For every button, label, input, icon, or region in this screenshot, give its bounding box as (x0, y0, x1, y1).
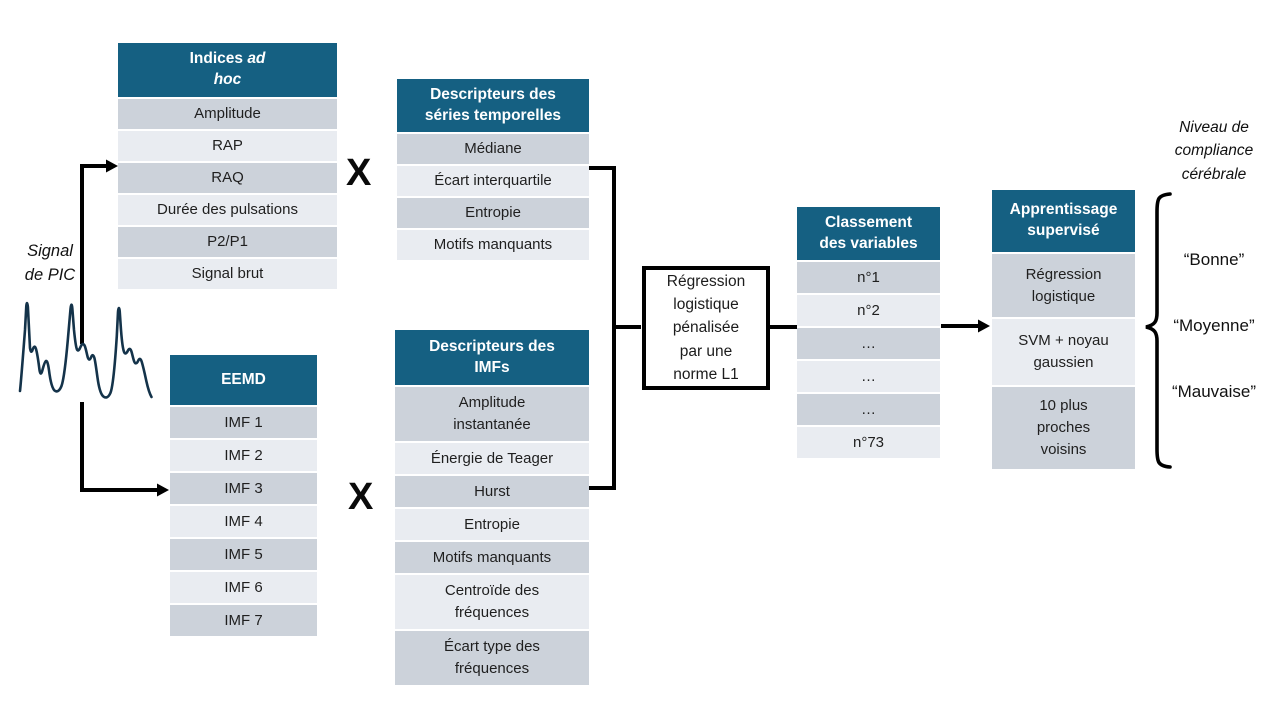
table-row: IMF 2 (170, 440, 317, 471)
table-row: Hurst (395, 476, 589, 507)
table-header-classement: Classement des variables (797, 207, 940, 260)
table-apprentissage-supervise: Apprentissage supervisé Régression logis… (992, 190, 1135, 469)
table-row: Énergie de Teager (395, 443, 589, 474)
table-row: Écart type des fréquences (395, 631, 589, 685)
table-indices-ad-hoc: Indices ad hoc Amplitude RAP RAQ Durée d… (118, 43, 337, 289)
table-header-imfs: Descripteurs des IMFs (395, 330, 589, 385)
header-text-italic: ad hoc (213, 50, 266, 88)
table-header-apprentissage: Apprentissage supervisé (992, 190, 1135, 252)
table-row: Amplitude instantanée (395, 387, 589, 441)
table-header-series: Descripteurs des séries temporelles (397, 79, 589, 132)
table-row: 10 plus proches voisins (992, 387, 1135, 469)
merge-connector-line (589, 166, 616, 490)
arrowhead-to-indices-icon (106, 159, 118, 173)
table-row: … (797, 328, 940, 359)
header-text: Indices (189, 50, 248, 68)
multiply-operator-bottom: X (348, 476, 373, 518)
table-row: IMF 6 (170, 572, 317, 603)
table-row: P2/P1 (118, 227, 337, 257)
table-row: Motifs manquants (397, 230, 589, 260)
arrow-trunk-bottom-line (80, 402, 157, 492)
table-row: Signal brut (118, 259, 337, 289)
table-row: Régression logistique (992, 254, 1135, 317)
arrowhead-to-eemd-icon (157, 483, 169, 497)
output-class-mauvaise: “Mauvaise” (1171, 382, 1257, 401)
table-row: IMF 7 (170, 605, 317, 636)
table-row: n°1 (797, 262, 940, 293)
table-row: IMF 3 (170, 473, 317, 504)
table-row: Entropie (397, 198, 589, 228)
table-row: IMF 4 (170, 506, 317, 537)
output-class-moyenne: “Moyenne” (1173, 316, 1255, 335)
table-row: Amplitude (118, 99, 337, 129)
pic-signal-waveform (18, 301, 153, 399)
table-row: Écart interquartile (397, 166, 589, 196)
table-row: Durée des pulsations (118, 195, 337, 225)
table-descripteurs-series: Descripteurs des séries temporelles Médi… (397, 79, 589, 260)
table-row: RAP (118, 131, 337, 161)
table-row: IMF 5 (170, 539, 317, 570)
table-row: Motifs manquants (395, 542, 589, 573)
table-row: Centroïde des fréquences (395, 575, 589, 629)
table-header-eemd: EEMD (170, 355, 317, 405)
table-header-indices: Indices ad hoc (118, 43, 337, 97)
table-row: … (797, 361, 940, 392)
multiply-operator-top: X (346, 152, 371, 194)
table-row: IMF 1 (170, 407, 317, 438)
table-row: … (797, 394, 940, 425)
table-row: RAQ (118, 163, 337, 193)
table-row: n°2 (797, 295, 940, 326)
output-title-label: Niveau de compliance cérébrale (1174, 119, 1254, 183)
signal-de-pic-label: Signal de PIC (24, 242, 76, 284)
table-row: n°73 (797, 427, 940, 458)
table-descripteurs-imfs: Descripteurs des IMFs Amplitude instanta… (395, 330, 589, 685)
table-eemd: EEMD IMF 1 IMF 2 IMF 3 IMF 4 IMF 5 IMF 6… (170, 355, 317, 636)
table-row: Médiane (397, 134, 589, 164)
table-row: SVM + noyau gaussien (992, 319, 1135, 385)
arrowhead-to-apprentissage-icon (978, 319, 990, 333)
table-classement-variables: Classement des variables n°1 n°2 … … … n… (797, 207, 940, 458)
table-row: Entropie (395, 509, 589, 540)
output-class-bonne: “Bonne” (1183, 250, 1245, 269)
selection-method-box: Régression logistique pénalisée par une … (642, 266, 770, 390)
